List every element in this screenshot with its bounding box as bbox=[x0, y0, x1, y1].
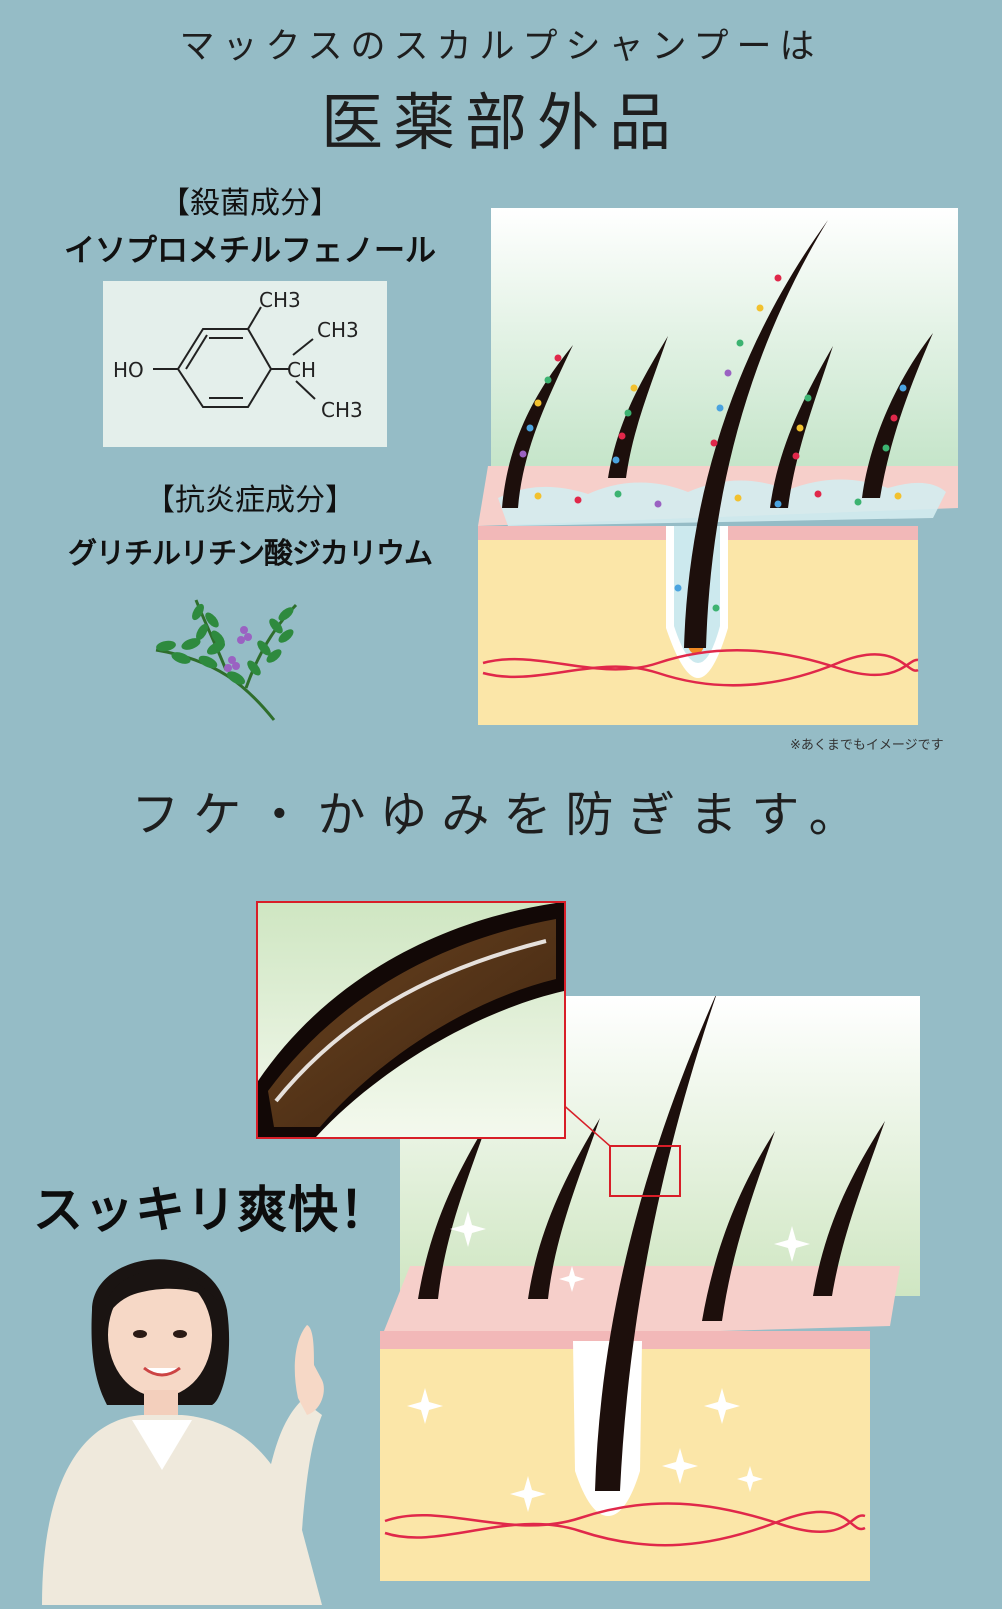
chemical-formula: HO CH3 CH3 CH CH3 bbox=[103, 281, 387, 447]
formula-ch3-right: CH3 bbox=[317, 318, 359, 342]
formula-ch: CH bbox=[287, 358, 316, 382]
bactericidal-name: イソプロメチルフェノール bbox=[64, 233, 436, 269]
anti-inflammatory-name: グリチルリチン酸ジカリウム bbox=[67, 536, 433, 570]
headline-title: 医薬部外品 bbox=[320, 86, 681, 159]
formula-ho: HO bbox=[113, 358, 144, 382]
woman-pointing-photo bbox=[22, 1230, 367, 1605]
formula-ch3-top: CH3 bbox=[259, 288, 301, 312]
anti-inflammatory-label: 【抗炎症成分】 bbox=[145, 483, 355, 518]
sparkles bbox=[407, 1211, 810, 1512]
formula-structure: HO CH3 CH3 CH CH3 bbox=[113, 288, 363, 422]
ingredient-particles bbox=[519, 274, 907, 612]
tagline: フケ・かゆみを防ぎます。 bbox=[131, 787, 871, 843]
hair-zoom-inset bbox=[256, 901, 566, 1139]
headline-subtitle: マックスのスカルプシャンプーは bbox=[179, 27, 823, 67]
refresh-caption: スッキリ爽快！ bbox=[33, 1181, 390, 1239]
formula-ch3-bottom: CH3 bbox=[321, 398, 363, 422]
bactericidal-label: 【殺菌成分】 bbox=[160, 186, 340, 221]
scalp-cross-section-illustration bbox=[478, 208, 958, 728]
image-disclaimer: ※あくまでもイメージです bbox=[790, 738, 944, 753]
licorice-herb-icon bbox=[136, 590, 306, 725]
